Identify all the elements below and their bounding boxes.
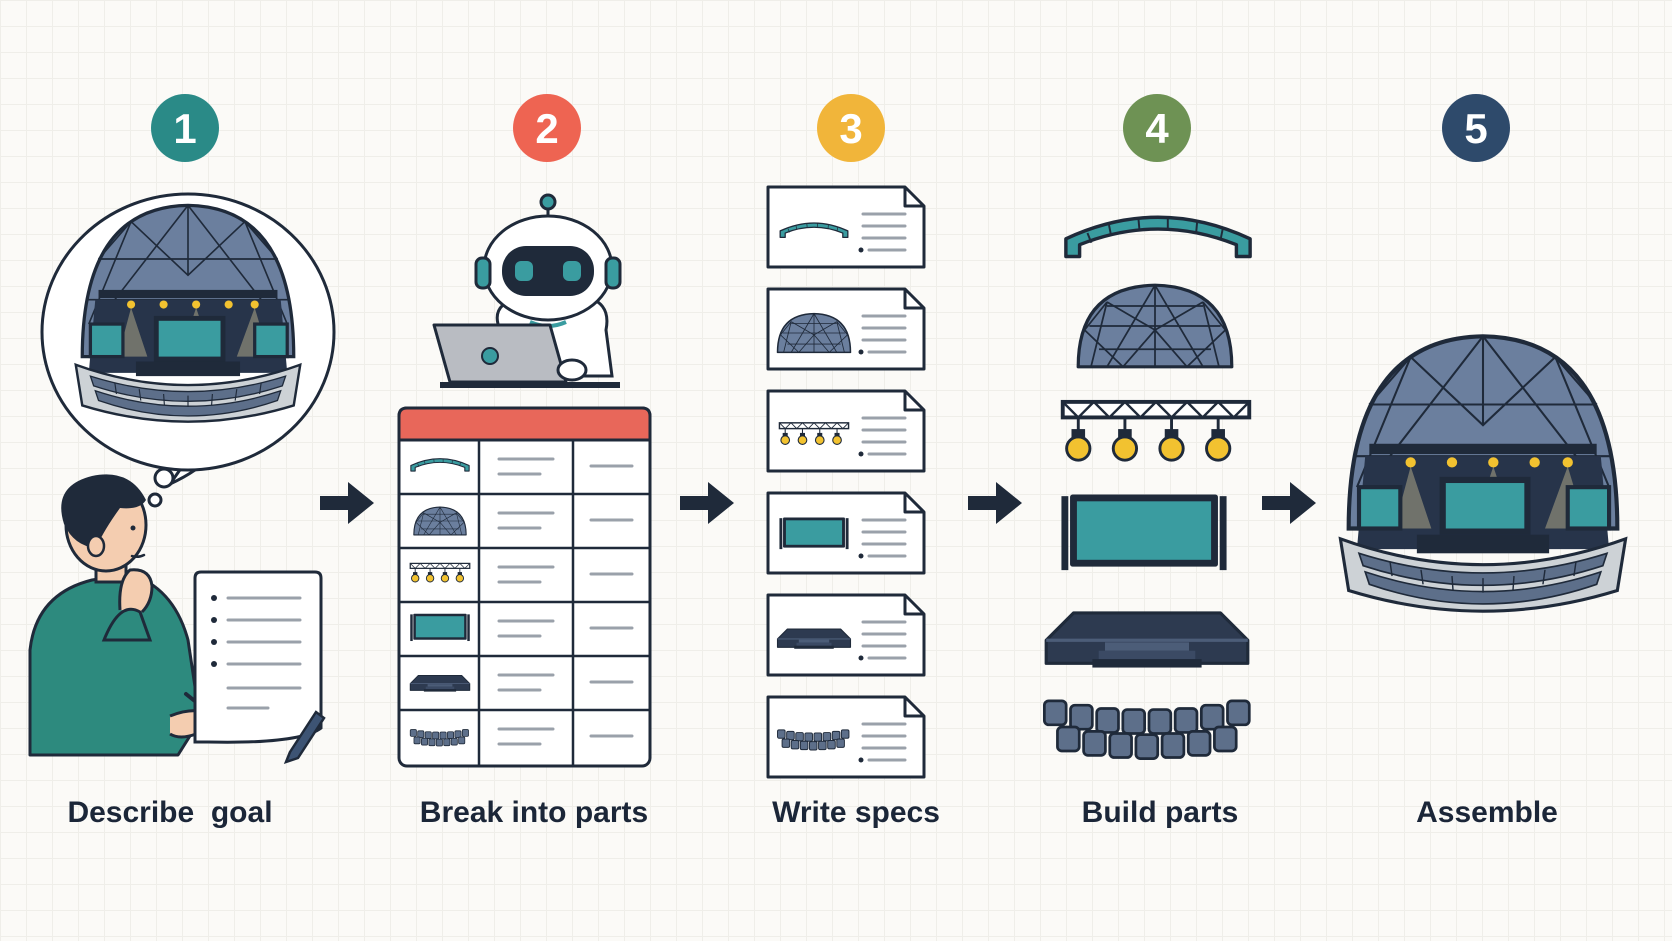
dome-icon [1078, 285, 1232, 367]
stage-icon [409, 674, 471, 693]
parts-table [397, 406, 652, 768]
screen-icon [410, 613, 470, 642]
step-5-label: Assemble [1416, 796, 1558, 829]
step-3-badge: 3 [817, 94, 885, 162]
person-thinking-icon [28, 474, 228, 757]
robot-laptop-icon [432, 193, 622, 388]
screen-icon [779, 517, 849, 550]
seating-icon [1042, 699, 1251, 760]
arrow-right-icon [680, 482, 734, 524]
step-number: 3 [839, 105, 862, 152]
arrow-right-icon [1262, 482, 1316, 524]
step-2-illustration [397, 193, 652, 768]
step-4-illustration [1042, 215, 1253, 760]
step-1-illustration [28, 192, 336, 765]
step-badge-circle [513, 94, 581, 162]
arrow-right-icon [320, 482, 374, 524]
screen-icon [1061, 494, 1227, 571]
step-badge-circle [817, 94, 885, 162]
step-4-badge: 4 [1123, 94, 1191, 162]
step-2-label: Break into parts [420, 796, 648, 829]
step-1-label: Describe goal [67, 796, 272, 829]
thought-bubble [40, 192, 336, 508]
roof-arch-icon [1063, 215, 1253, 259]
step-3-illustration [766, 185, 926, 779]
spec-document [766, 389, 926, 473]
step-3-label: Write specs [772, 796, 940, 829]
spec-documents-icon [766, 185, 926, 779]
stage-icon [776, 628, 852, 650]
assembled-arena-icon [1340, 336, 1625, 611]
goal-document [193, 570, 326, 765]
step-4-label: Build parts [1082, 796, 1239, 829]
built-parts-icon [1042, 215, 1253, 760]
step-badge-circle [1123, 94, 1191, 162]
stage-icon [1044, 611, 1250, 670]
step-badge-circle [1442, 94, 1510, 162]
step-1-badge: 1 [151, 94, 219, 162]
light-truss-icon [1060, 399, 1252, 463]
step-2-badge: 2 [513, 94, 581, 162]
step-badge-circle [151, 94, 219, 162]
step-number: 5 [1464, 105, 1487, 152]
arrow-right-icon [968, 482, 1022, 524]
step-number: 1 [173, 105, 196, 152]
step-number: 4 [1145, 105, 1169, 152]
step-5-illustration [1340, 336, 1625, 611]
step-number: 2 [535, 105, 558, 152]
step-5-badge: 5 [1442, 94, 1510, 162]
